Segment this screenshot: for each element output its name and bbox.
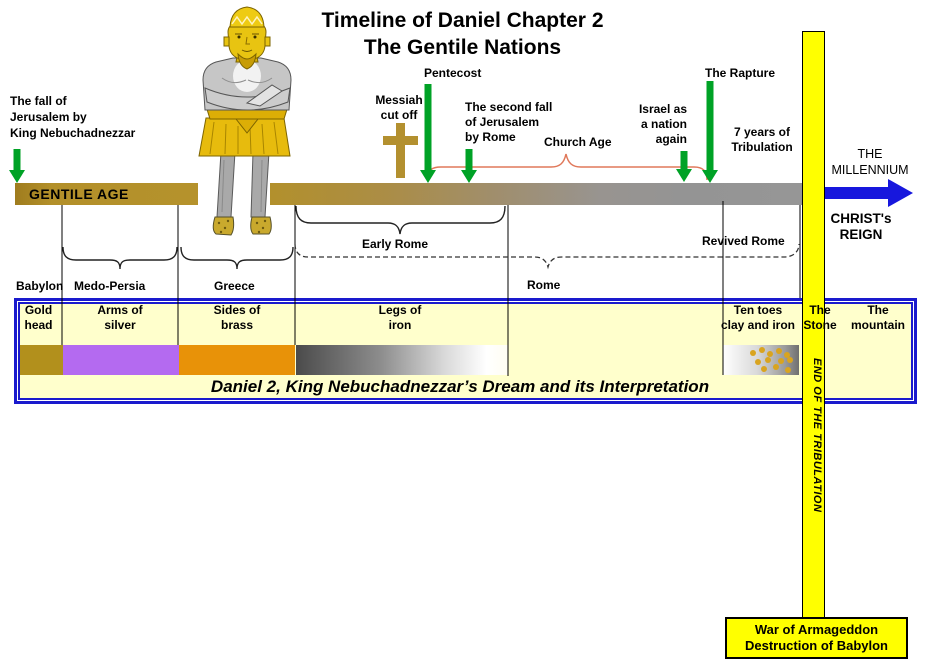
swatch-brass-orange xyxy=(179,345,295,375)
armageddon-line1: War of Armageddon xyxy=(754,622,879,637)
event-arrows xyxy=(9,81,718,183)
gentile-age-bar-right xyxy=(270,183,802,205)
era-rome: Rome xyxy=(527,278,561,292)
col-gold-head: Gold head xyxy=(24,303,53,332)
armageddon-box: War of Armageddon Destruction of Babylon xyxy=(725,617,908,659)
statue-face xyxy=(235,33,259,52)
label-rapture: The Rapture xyxy=(705,66,776,80)
label-church-age: Church Age xyxy=(544,135,612,149)
page-title-line2: The Gentile Nations xyxy=(363,36,562,59)
statue-left-foot xyxy=(212,216,235,236)
end-of-tribulation-bar xyxy=(802,31,825,618)
arrow-rapture xyxy=(702,81,718,183)
arrow-fall-of-jerusalem xyxy=(9,149,25,183)
label-fall-of-jerusalem: The fall of Jerusalem by King Nebuchadne… xyxy=(10,94,136,140)
era-revived-rome: Revived Rome xyxy=(702,234,785,248)
label-messiah-cut-off: Messiah cut off xyxy=(375,93,423,122)
end-of-tribulation-label: END OF THE TRIBULATION xyxy=(811,358,823,513)
brace-medo-persia xyxy=(62,246,178,270)
label-millennium: THE MILLENNIUM xyxy=(831,147,909,177)
clay-iron-dots xyxy=(750,347,793,373)
skirt-pleats xyxy=(209,121,279,155)
swatch-iron-gradient xyxy=(296,345,508,375)
col-arms-silver: Arms of silver xyxy=(97,303,143,332)
era-early-rome: Early Rome xyxy=(362,237,429,251)
cross-icon xyxy=(383,123,418,178)
statue-arms xyxy=(204,87,291,111)
col-the-stone: The Stone xyxy=(803,303,837,332)
era-medo-persia: Medo-Persia xyxy=(74,279,146,293)
label-israel-nation: Israel as a nation again xyxy=(638,102,687,146)
swatch-silver-purple xyxy=(63,345,179,375)
label-christs-reign: CHRIST's REIGN xyxy=(830,211,892,242)
col-legs-iron: Legs of iron xyxy=(378,303,422,332)
arrow-pentecost xyxy=(420,84,436,183)
label-second-fall: The second fall of Jerusalem by Rome xyxy=(465,100,553,144)
era-greece: Greece xyxy=(214,279,255,293)
gentile-age-bar-left xyxy=(15,183,198,205)
armageddon-line2: Destruction of Babylon xyxy=(744,638,888,653)
era-divider-lines xyxy=(61,201,801,376)
era-babylon: Babylon xyxy=(16,279,64,293)
gentile-age-label: GENTILE AGE xyxy=(29,186,129,202)
era-braces xyxy=(62,205,506,270)
statue-figure xyxy=(198,6,292,236)
col-ten-toes: Ten toes clay and iron xyxy=(720,303,796,332)
brace-early-rome xyxy=(295,205,506,235)
swatch-ten-toes xyxy=(723,345,799,375)
col-sides-brass: Sides of brass xyxy=(213,303,261,332)
page-title-line1: Timeline of Daniel Chapter 2 xyxy=(321,9,604,32)
label-seven-years-tribulation: 7 years of Tribulation xyxy=(731,125,793,154)
millennium-arrow xyxy=(824,179,913,207)
feet-speckles xyxy=(217,219,267,234)
brace-church-age xyxy=(427,153,708,181)
statue-beard xyxy=(237,52,257,70)
brace-greece xyxy=(180,246,294,270)
table-caption: Daniel 2, King Nebuchadnezzar’s Dream an… xyxy=(210,377,710,396)
statue-right-foot xyxy=(250,216,272,235)
brace-rome-dashed xyxy=(294,243,800,270)
swatch-gold xyxy=(20,345,63,375)
col-the-mountain: The mountain xyxy=(851,303,905,332)
arrow-second-fall xyxy=(461,149,477,183)
label-pentecost: Pentecost xyxy=(424,66,482,80)
arrow-israel-nation xyxy=(676,151,692,182)
